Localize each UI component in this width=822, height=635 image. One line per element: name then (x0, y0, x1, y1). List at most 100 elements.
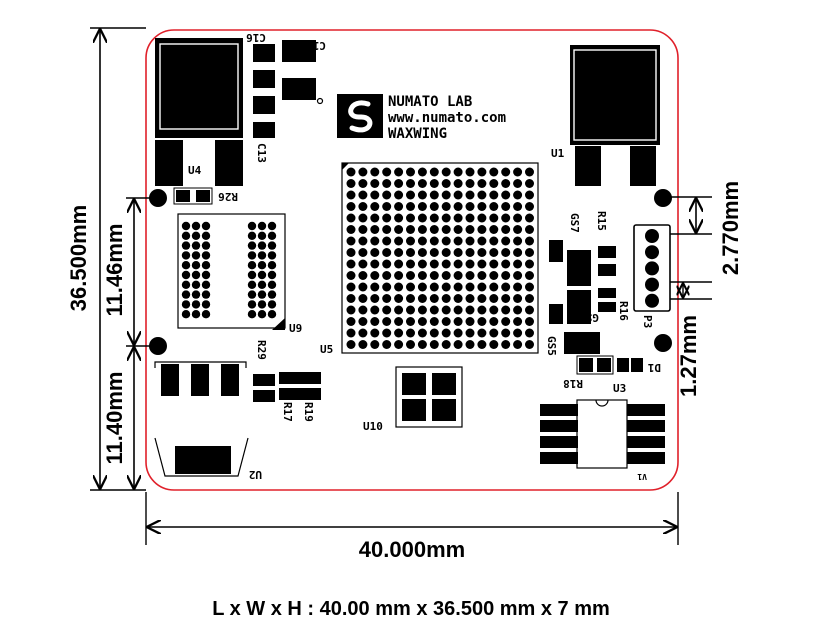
p3-pin (645, 261, 659, 276)
u5-ball (501, 213, 511, 223)
dim-connector-span (663, 196, 712, 235)
r19-label: R19 (302, 402, 315, 422)
u5-ball (406, 167, 415, 177)
u5-ball (501, 236, 511, 246)
u5-ball (525, 271, 534, 280)
u5-ball (417, 340, 427, 349)
u5-ball (465, 294, 475, 303)
u9-ball (181, 251, 191, 260)
u5-ball (429, 271, 439, 280)
u5-ball (394, 282, 404, 292)
u5-ball (358, 259, 368, 269)
gs7-components (549, 240, 616, 324)
u9-ball (267, 231, 277, 240)
u9-ball (247, 261, 257, 270)
u5-ball (394, 225, 404, 234)
u5-ball (513, 328, 523, 338)
u9-ball (181, 221, 191, 231)
dim-upper-label: 11.46mm (102, 224, 127, 317)
u9-ball (191, 270, 201, 280)
u10-chip (395, 366, 463, 428)
dim-connector-label: 2.770mm (718, 181, 743, 275)
u5-ball (417, 167, 427, 177)
u5-ball (489, 259, 499, 269)
u5-ball (453, 248, 463, 257)
u5-ball (394, 236, 404, 246)
u5-ball (525, 213, 534, 223)
u4-regulator (155, 38, 243, 186)
u5-ball (394, 213, 404, 223)
u5-ball (358, 340, 368, 349)
u9-ball (267, 280, 277, 289)
u5-ball (406, 305, 415, 315)
u9-ball (257, 221, 267, 231)
u5-ball (417, 317, 427, 326)
u5-ball (358, 271, 368, 280)
u5-ball (394, 167, 404, 177)
u5-ball (525, 259, 534, 269)
r29-label: R29 (255, 340, 268, 360)
u5-ball (358, 167, 368, 177)
u5-ball (370, 305, 380, 315)
u5-ball (489, 202, 499, 211)
u5-ball (477, 259, 487, 269)
u9-ball (191, 300, 201, 309)
u5-ball (406, 259, 415, 269)
u9-ball (201, 270, 211, 280)
u5-ball (370, 259, 380, 269)
u5-ball (429, 190, 439, 200)
u9-ball (247, 231, 257, 240)
u9-ball (181, 290, 191, 299)
p3-label: P3 (641, 315, 654, 328)
u9-ball (201, 221, 211, 231)
u9-label: U9 (289, 322, 302, 335)
u5-ball (453, 190, 463, 200)
u5-ball (382, 190, 392, 200)
mount-hole-top-right (654, 189, 672, 207)
u9-ball (247, 270, 257, 280)
u5-ball (417, 294, 427, 303)
u5-ball (453, 236, 463, 246)
u5-ball (513, 225, 523, 234)
u5-ball (370, 179, 380, 188)
u5-ball (501, 179, 511, 188)
u5-ball (346, 190, 356, 200)
u5-ball (501, 248, 511, 257)
u5-ball (525, 305, 534, 315)
u5-ball (429, 328, 439, 338)
u5-ball (382, 167, 392, 177)
u5-ball (513, 282, 523, 292)
board-outline (145, 29, 679, 491)
u9-ball (257, 241, 267, 250)
u9-ball (181, 270, 191, 280)
u5-ball (382, 305, 392, 315)
u5-ball (358, 305, 368, 315)
u5-ball (370, 213, 380, 223)
u5-ball (513, 340, 523, 349)
u5-ball (525, 190, 534, 200)
u5-ball (382, 179, 392, 188)
u9-ball (181, 231, 191, 240)
u5-ball (453, 271, 463, 280)
u5-ball (489, 190, 499, 200)
u9-ball (247, 241, 257, 250)
logo-line-1: NUMATO LAB (388, 94, 472, 110)
u5-ball (429, 317, 439, 326)
u5-ball (453, 179, 463, 188)
u5-ball-grid (346, 167, 534, 349)
u5-ball (477, 190, 487, 200)
u5-ball (441, 328, 451, 338)
u5-ball (513, 236, 523, 246)
u5-ball (465, 340, 475, 349)
d1-r18-components (564, 332, 643, 375)
u5-ball (394, 259, 404, 269)
p3-pin (645, 245, 659, 260)
u4-label: U4 (188, 164, 202, 177)
u5-ball (346, 271, 356, 280)
u5-ball (370, 225, 380, 234)
u5-ball (477, 317, 487, 326)
p3-pin (645, 277, 659, 292)
u5-ball (465, 259, 475, 269)
u9-ball (267, 241, 277, 250)
